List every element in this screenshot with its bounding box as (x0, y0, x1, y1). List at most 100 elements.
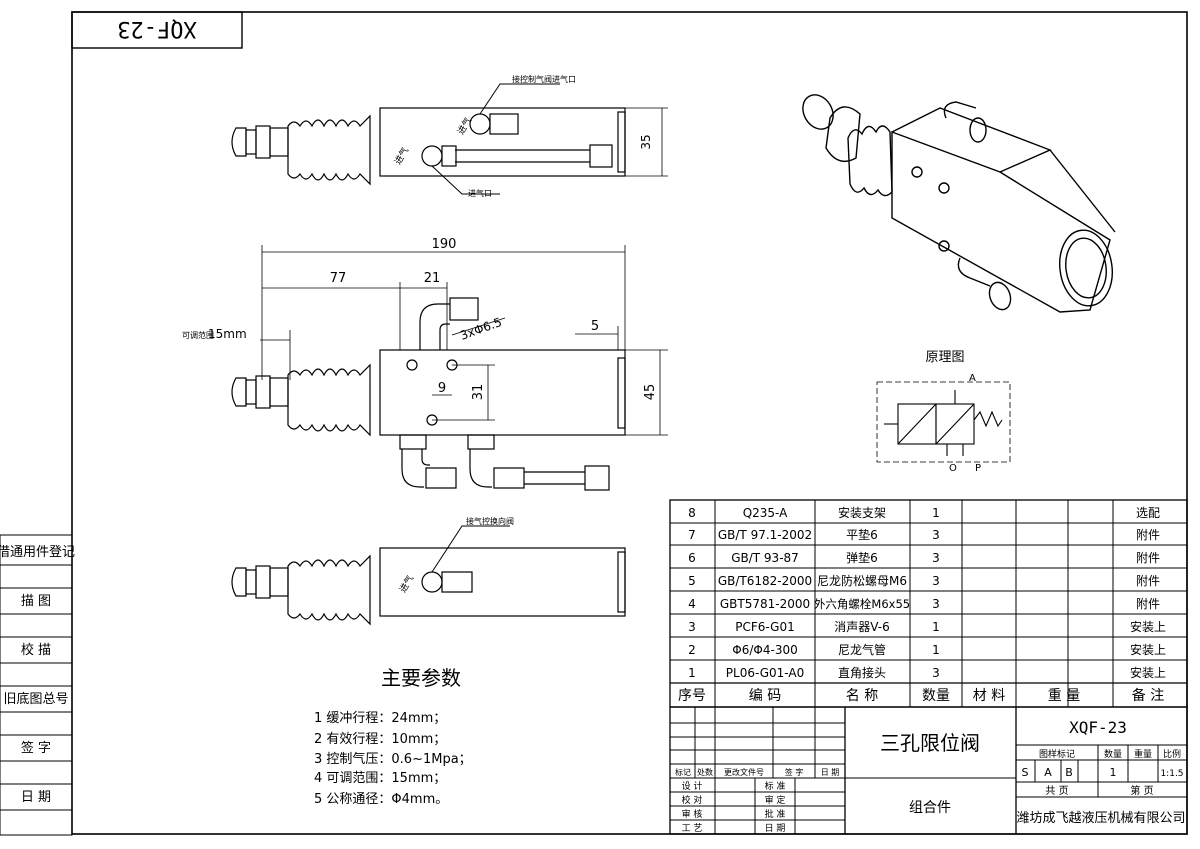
isometric-view (802, 94, 1116, 313)
role-authorize: 批 准 (765, 808, 786, 820)
bom-note: 附件 (1136, 574, 1160, 588)
param-1: 1 缓冲行程：24mm； (314, 711, 446, 726)
role-check: 校 对 (682, 794, 703, 806)
bom-qty: 3 (932, 597, 940, 611)
stage-label: 图样标记 (1039, 748, 1075, 760)
dim-21: 21 (424, 271, 441, 286)
bom-qty: 1 (932, 643, 940, 657)
weight-label: 重量 (1134, 748, 1152, 760)
stage-mark-b: B (1065, 766, 1073, 779)
title-block (669, 706, 1188, 835)
bom-header-weight: 重 量 (1048, 688, 1080, 704)
bom-qty: 3 (932, 574, 940, 588)
scale-value: 1:1.5 (1160, 769, 1183, 779)
bom-note: 附件 (1136, 551, 1160, 565)
bom-no: 5 (688, 574, 696, 588)
top-view (231, 83, 668, 195)
bom-note: 安装上 (1130, 619, 1166, 634)
bom-name: 安装支架 (838, 505, 886, 520)
valve-mark-3: 进气 (397, 573, 416, 595)
role-date: 日 期 (765, 823, 786, 834)
role-approve: 审 定 (765, 794, 786, 806)
drawing-frame (71, 11, 1188, 835)
bom-name: 外六角螺栓M6x55 (814, 597, 910, 611)
bom-qty: 3 (932, 551, 940, 565)
bom-header-material: 材 料 (973, 688, 1005, 704)
callout-control-port: 接控制气阀进气口 (512, 74, 576, 84)
param-5: 5 公称通径：Φ4mm。 (314, 792, 448, 807)
dim-5: 5 (591, 319, 599, 334)
schematic-symbol (876, 381, 1011, 463)
bom-code: GB/T 93-87 (731, 551, 799, 565)
assembly-label: 组合件 (909, 800, 951, 816)
drawing-number: XQF-23 (1069, 718, 1127, 737)
rev-header-date: 日 期 (821, 768, 840, 777)
bom-header: 序号 编 码 名 称 数量 材 料 重 量 备 注 (678, 687, 1164, 704)
rev-header-file: 更改文件号 (724, 767, 764, 777)
role-standard: 标 准 (765, 780, 786, 792)
sheets-total: 共 页 (1045, 785, 1068, 797)
sheet-number: 第 页 (1130, 784, 1153, 797)
bom-rows: 8 Q235-A 安装支架 1 选配 7 GB/T 97.1-2002 平垫6 … (678, 505, 1166, 704)
role-review: 审 核 (682, 808, 703, 820)
front-view (231, 245, 668, 491)
flipped-number: XQF-23 (117, 16, 196, 41)
param-4: 4 可调范围：15mm； (314, 771, 446, 786)
bom-qty: 1 (932, 620, 940, 634)
param-2: 2 有效行程：10mm； (314, 732, 446, 747)
dim-top-height: 35 (639, 134, 653, 149)
schematic-title: 原理图 (925, 350, 964, 365)
bom-row: 5 GB/T6182-2000 尼龙防松螺母M6 3 附件 (688, 573, 1160, 588)
dim-45: 45 (643, 384, 658, 401)
bom-header-code: 编 码 (749, 688, 781, 704)
bom-no: 2 (688, 643, 696, 657)
callout-air-inlet: 进气口 (468, 188, 492, 198)
strip-label-date: 日 期 (21, 790, 51, 805)
bom-header-no: 序号 (678, 688, 706, 704)
stage-mark-s: S (1022, 766, 1029, 779)
bom-no: 8 (688, 506, 696, 520)
bom-note: 选配 (1136, 506, 1160, 520)
bom-name: 消声器V-6 (834, 620, 889, 634)
bom-name: 尼龙气管 (838, 642, 886, 657)
bom-note: 附件 (1136, 597, 1160, 611)
bom-note: 安装上 (1130, 665, 1166, 680)
bom-row: 1 PL06-G01-A0 直角接头 3 安装上 (688, 665, 1166, 680)
rev-header-sign: 签 字 (785, 767, 804, 777)
bom-row: 7 GB/T 97.1-2002 平垫6 3 附件 (688, 527, 1160, 542)
left-strip: 借通用件登记 描 图 校 描 旧底图总号 签 字 日 期 (0, 534, 75, 836)
bom-note: 附件 (1136, 528, 1160, 542)
bom-code: GBT5781-2000 (720, 597, 810, 611)
qty-label: 数量 (1104, 748, 1122, 760)
dim-adjust-label: 可调范围 (182, 330, 214, 340)
product-name: 三孔限位阀 (880, 731, 980, 755)
dim-31: 31 (471, 384, 486, 401)
bom-no: 4 (688, 597, 696, 611)
bom-no: 1 (688, 666, 696, 680)
schematic-port-a: A (969, 373, 976, 384)
bom-code: PCF6-G01 (735, 620, 795, 634)
bom-row: 8 Q235-A 安装支架 1 选配 (688, 505, 1160, 520)
bom-row: 6 GB/T 93-87 弹垫6 3 附件 (688, 550, 1160, 565)
dim-overall-length: 190 (432, 237, 457, 252)
role-design: 设 计 (682, 780, 703, 792)
bom-row: 4 GBT5781-2000 外六角螺栓M6x55 3 附件 (688, 597, 1160, 611)
bom-name: 弹垫6 (846, 550, 878, 565)
callout-signal-valve: 接气控换向阀 (466, 516, 514, 526)
bom-header-name: 名 称 (846, 688, 878, 704)
bom-header-note: 备 注 (1132, 687, 1164, 704)
bom-code: Q235-A (743, 506, 788, 520)
bom-no: 7 (688, 528, 696, 542)
company-name: 潍坊成飞越液压机械有限公司 (1016, 811, 1185, 826)
bom-header-qty: 数量 (922, 688, 950, 704)
dim-9: 9 (438, 381, 446, 396)
bom-name: 尼龙防松螺母M6 (817, 573, 907, 588)
schematic-port-o: O (949, 463, 957, 474)
scale-label: 比例 (1163, 748, 1181, 760)
params-title: 主要参数 (381, 666, 461, 690)
strip-label-sign: 签 字 (21, 740, 51, 756)
bom-row: 3 PCF6-G01 消声器V-6 1 安装上 (688, 619, 1166, 634)
title-block-text: 标记 处数 更改文件号 签 字 日 期 设 计 校 对 审 核 工 艺 标 准 … (675, 718, 1186, 834)
param-3: 3 控制气压：0.6~1Mpa； (314, 751, 472, 767)
